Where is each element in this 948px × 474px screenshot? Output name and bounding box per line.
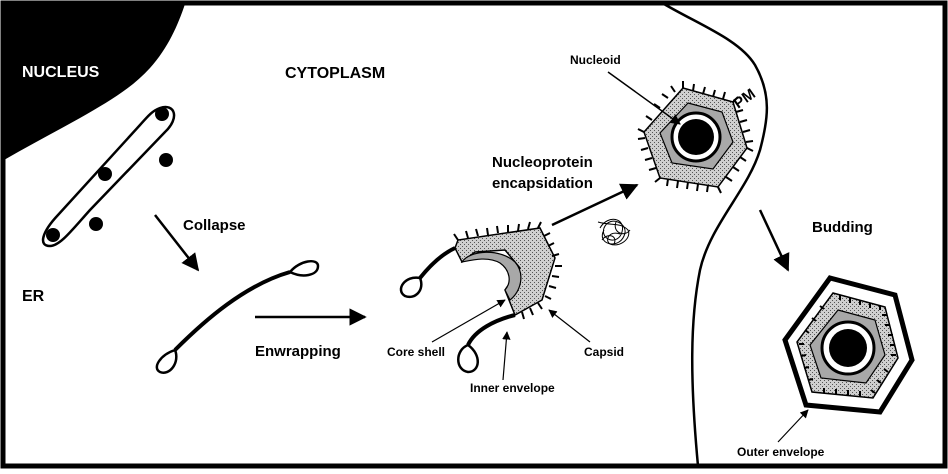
er-membrane bbox=[43, 107, 174, 246]
ribosome bbox=[159, 153, 173, 167]
nucleoprotein-tangle bbox=[598, 219, 630, 245]
plasma-membrane bbox=[664, 4, 767, 466]
released-virion bbox=[785, 278, 912, 412]
outer-envelope-pointer bbox=[778, 410, 808, 442]
nucleoid-pointer bbox=[608, 72, 680, 124]
capsid-partial bbox=[455, 228, 555, 315]
ribosome bbox=[46, 228, 60, 242]
cytoplasm-label: CYTOPLASM bbox=[285, 65, 385, 82]
capsid-pointer bbox=[549, 310, 590, 342]
capsid-label: Capsid bbox=[584, 345, 624, 359]
core-shell-partial bbox=[462, 252, 521, 300]
budding-arrow bbox=[760, 210, 788, 270]
nucleoprotein-label-line2: encapsidation bbox=[492, 175, 593, 192]
nucleoprotein-label-line1: Nucleoprotein bbox=[492, 154, 593, 171]
inner-envelope-label: Inner envelope bbox=[470, 381, 555, 395]
nucleoid bbox=[678, 119, 714, 155]
outer-envelope-label: Outer envelope bbox=[737, 445, 825, 459]
budding-label: Budding bbox=[812, 219, 873, 236]
inner-envelope-pointer bbox=[503, 332, 507, 380]
er-label: ER bbox=[22, 288, 45, 305]
ribosome bbox=[155, 107, 169, 121]
nucleoid bbox=[829, 329, 867, 367]
nucleoid-label: Nucleoid bbox=[570, 53, 621, 67]
core-shell-label: Core shell bbox=[387, 345, 445, 359]
enwrapping-label: Enwrapping bbox=[255, 343, 341, 360]
ribosome bbox=[98, 167, 112, 181]
ribosome bbox=[89, 217, 103, 231]
nucleus-label: NUCLEUS bbox=[22, 64, 100, 81]
collapse-label: Collapse bbox=[183, 217, 246, 234]
